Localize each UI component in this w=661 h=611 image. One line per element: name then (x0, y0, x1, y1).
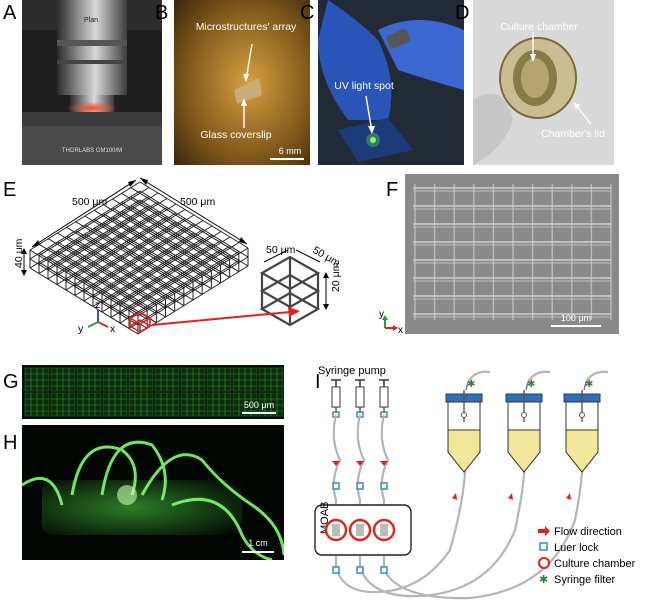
legend-item: ✱ Syringe filter (539, 574, 615, 586)
culture-chambers (324, 518, 396, 542)
syringe-icon (355, 379, 365, 418)
scale-label-g: 500 μm (244, 400, 274, 410)
panel-b-photo: Microstructures' array Glass coverslip 6… (174, 0, 310, 165)
panel-label-h: H (3, 432, 18, 454)
syringe-filter-icon: ✱ (467, 379, 475, 390)
axis-y-label: y (78, 323, 84, 335)
annotation-glass: Glass coverslip (200, 129, 271, 141)
red-arrow-icon (538, 526, 550, 536)
panel-label-f: F (386, 179, 399, 201)
zoom-arrow-icon (288, 307, 300, 317)
panel-label-g: G (3, 371, 19, 393)
annotation-uv: UV light spot (334, 80, 394, 92)
legend-item: Flow direction (538, 526, 622, 538)
green-filter-icon: ✱ (539, 574, 548, 586)
blue-square-icon (539, 542, 548, 551)
legend-text: Flow direction (554, 526, 622, 538)
dim-height-label: 40 μm (13, 238, 25, 268)
panel-e-lattice-diagram: 500 μm 500 μm 40 μm 50 μm 50 μm 20 μm (0, 170, 380, 345)
scale-label-h: 1 cm (248, 538, 268, 548)
axis-x-label-f: x (398, 325, 403, 334)
reservoir-tube: ✱ (505, 379, 543, 473)
red-ring-icon (538, 557, 550, 569)
panel-label-a: A (3, 2, 17, 24)
panel-label-b: B (155, 2, 169, 24)
syringe-icon (331, 379, 341, 418)
legend-item: Luer lock (539, 542, 599, 554)
dim-right-label: 500 μm (180, 196, 215, 208)
axes-icon (87, 310, 109, 328)
panel-i-setup-diagram: Syringe pump MOAB (300, 360, 661, 606)
legend-text: Syringe filter (554, 574, 615, 586)
dim-left-label: 500 μm (72, 196, 107, 208)
syringe-filter-icon: ✱ (527, 379, 535, 390)
syringe-icon (379, 379, 389, 418)
panel-h-chip-photo: 1 cm (22, 425, 284, 560)
axes-f: y x (379, 309, 405, 336)
legend-text: Culture chamber (554, 558, 636, 570)
scale-label-b: 6 mm (279, 146, 302, 156)
panel-g-fluorescence-image: 500 μm (22, 365, 284, 419)
annotation-array: Microstructures' array (196, 21, 297, 33)
cell-height-label: 20 μm (330, 262, 342, 292)
panel-label-d: D (455, 2, 470, 24)
panel-label-c: C (300, 2, 315, 24)
legend-item: Culture chamber (538, 557, 636, 570)
flow-arrows (332, 461, 571, 500)
panel-d-photo: Culture chamber Chamber's lid (473, 0, 614, 165)
reservoir-tube: ✱ (563, 379, 601, 473)
tubing (332, 370, 609, 600)
lens-mount-text: THORLABS GM100/M (62, 148, 122, 154)
annotation-lid: Chamber's lid (541, 128, 605, 140)
axis-x-label: x (110, 323, 116, 335)
panel-a-photo: THORLABS GM100/M Plan (22, 0, 162, 165)
panel-label-e: E (3, 179, 17, 201)
legend-text: Luer lock (554, 542, 599, 554)
single-cell (259, 255, 321, 327)
panel-f-sem-image: 100 μm (405, 174, 619, 334)
highlighted-cell (128, 311, 152, 333)
panel-label-i: I (315, 371, 321, 393)
cell-width-label: 50 μm (266, 244, 296, 256)
syringe-filter-icon: ✱ (585, 379, 593, 390)
axis-y-label-f: y (379, 310, 384, 320)
axis-z-label: z (95, 299, 100, 311)
panel-c-photo: UV light spot (318, 0, 464, 165)
reservoir-tube: ✱ (445, 379, 483, 473)
objective-text: Plan (84, 17, 98, 24)
annotation-chamber: Culture chamber (500, 21, 578, 33)
scale-label-f: 100 μm (561, 313, 591, 323)
syringe-pump-label: Syringe pump (318, 365, 386, 377)
luer-locks (332, 482, 388, 574)
